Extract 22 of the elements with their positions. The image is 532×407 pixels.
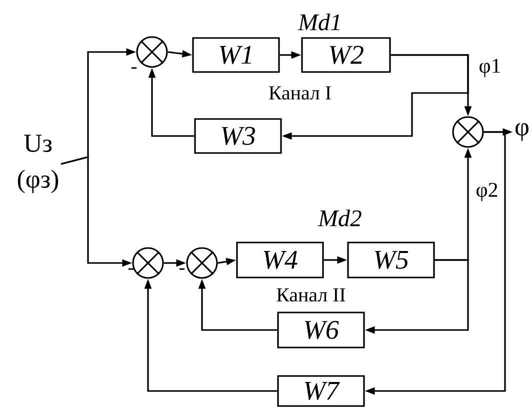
block-box: W3 [194, 118, 282, 154]
summing-junction [452, 116, 484, 148]
text-label: Канал II [276, 288, 346, 302]
block-box: W2 [301, 37, 391, 73]
text-label: Канал I [269, 86, 331, 100]
text-label: Md2 [318, 210, 362, 226]
text-label: - [179, 268, 185, 270]
signal-label: Uз (φз) [18, 134, 58, 194]
block-box: W6 [277, 312, 365, 348]
signal-label: φ [516, 123, 528, 141]
block-box: W5 [347, 242, 435, 278]
block-box: W7 [277, 375, 365, 407]
summing-junction [186, 247, 218, 279]
edge-label: φ1 [478, 58, 502, 78]
edge-label: φ2 [474, 182, 500, 202]
text-label: Md1 [298, 14, 340, 30]
text-label: - [131, 67, 137, 69]
block-box: W4 [236, 242, 324, 278]
summing-junction [132, 247, 164, 279]
text-label: - [128, 268, 134, 270]
summing-junction [136, 36, 168, 68]
block-box: W1 [192, 37, 280, 73]
